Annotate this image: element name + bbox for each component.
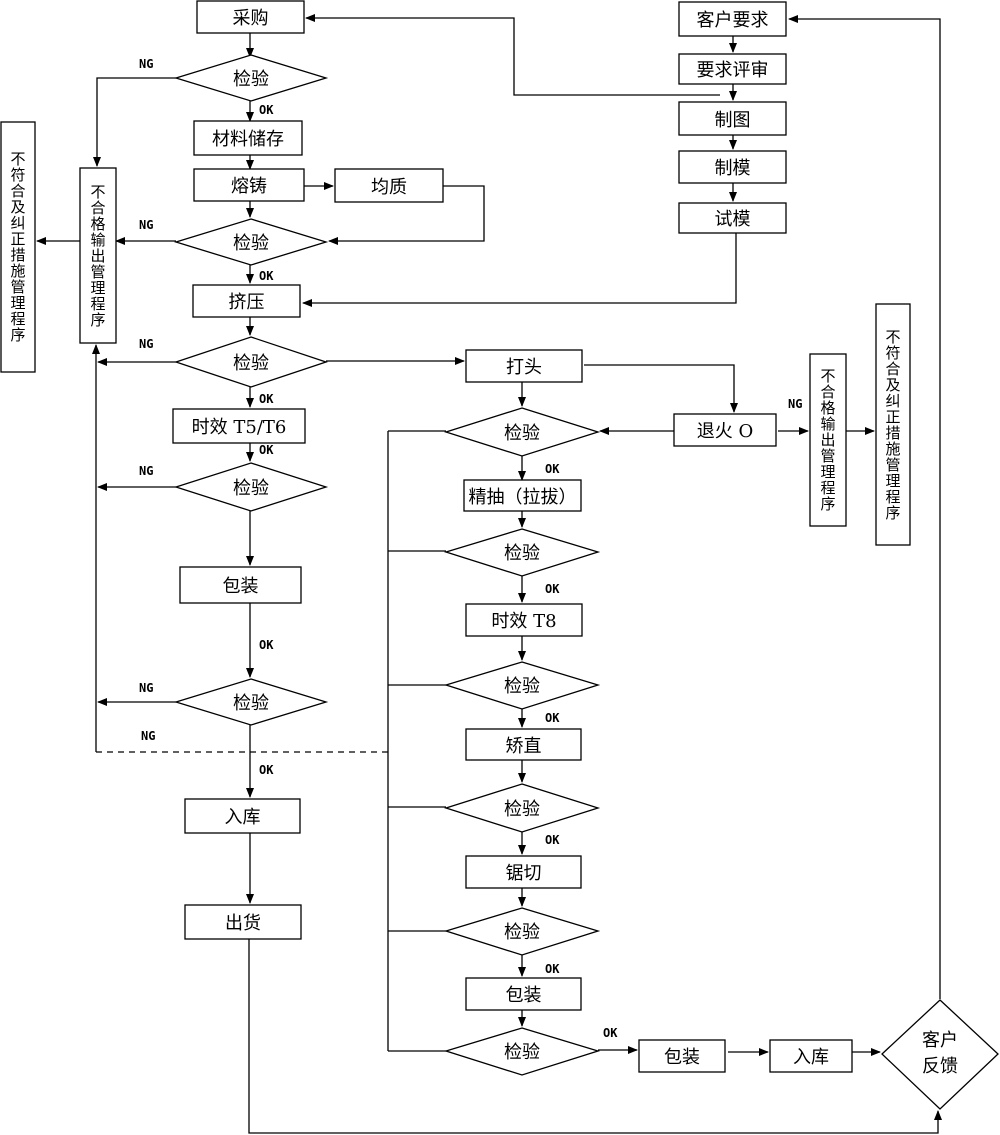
inspect-diamond-r5 xyxy=(443,907,601,956)
ng-tag: NG xyxy=(788,397,803,411)
pack2-box xyxy=(465,977,582,1011)
inspect-diamond-1 xyxy=(173,54,329,102)
die-trial-box xyxy=(678,202,787,234)
ng-tag: NG xyxy=(139,337,154,351)
aging-t5t6-box xyxy=(172,408,306,444)
nc-corrective-box-left xyxy=(0,121,36,373)
casting-box xyxy=(193,168,305,202)
purchase-box xyxy=(196,0,305,34)
ok-tag: OK xyxy=(545,711,560,725)
nc-corrective-label-left: 不符合及纠正措施管理程序 xyxy=(8,151,27,343)
ng-tag: NG xyxy=(141,729,156,743)
inspect-diamond-r3 xyxy=(443,661,601,710)
homogenize-box xyxy=(334,168,444,203)
customer-req-box xyxy=(678,1,787,37)
ok-tag: OK xyxy=(545,833,560,847)
nc-output-label-right: 不合格输出管理程序 xyxy=(818,368,837,512)
ok-tag: OK xyxy=(259,763,274,777)
ng-tag: NG xyxy=(139,57,154,71)
inspect-diamond-r6 xyxy=(443,1027,601,1076)
ng-tag: NG xyxy=(139,681,154,695)
ok-tag: OK xyxy=(603,1026,618,1040)
straighten-box xyxy=(465,728,582,761)
extrude-box xyxy=(192,284,301,318)
warehouse-box xyxy=(184,798,301,834)
material-storage-box xyxy=(193,120,303,156)
nc-corrective-box-right xyxy=(875,303,911,546)
ok-tag: OK xyxy=(545,582,560,596)
drawing-box xyxy=(678,101,787,136)
nc-output-label-left: 不合格输出管理程序 xyxy=(88,183,107,328)
ok-tag: OK xyxy=(259,443,274,457)
inspect-diamond-4 xyxy=(173,462,329,512)
customer-feedback-diamond xyxy=(881,999,999,1110)
inspect-diamond-2 xyxy=(173,218,329,266)
req-review-box xyxy=(678,53,787,85)
nc-output-box-left xyxy=(79,167,117,344)
inspect-diamond-5 xyxy=(173,678,329,726)
ok-tag: OK xyxy=(259,269,274,283)
ok-tag: OK xyxy=(259,392,274,406)
draw-box xyxy=(463,479,582,512)
pack-box xyxy=(179,566,302,604)
die-making-box xyxy=(678,150,787,184)
warehouse2-box xyxy=(769,1039,853,1073)
ng-tag: NG xyxy=(139,464,154,478)
inspect-diamond-r2 xyxy=(443,528,601,577)
inspect-diamond-r4 xyxy=(443,783,601,833)
heading-box xyxy=(465,349,583,383)
ok-tag: OK xyxy=(545,962,560,976)
ok-tag: OK xyxy=(259,103,274,117)
ship-box xyxy=(184,904,302,940)
ok-tag: OK xyxy=(259,638,274,652)
nc-corrective-label-right: 不符合及纠正措施管理程序 xyxy=(883,328,902,521)
inspect-diamond-3 xyxy=(173,336,329,388)
aging-t8-box xyxy=(465,603,583,637)
ng-tag: NG xyxy=(139,218,154,232)
ok-tag: OK xyxy=(545,462,560,476)
inspect-diamond-r1 xyxy=(443,407,601,457)
anneal-box xyxy=(673,413,777,447)
pack3-box xyxy=(638,1039,726,1073)
saw-box xyxy=(465,855,582,889)
nc-output-box-right xyxy=(809,353,847,527)
